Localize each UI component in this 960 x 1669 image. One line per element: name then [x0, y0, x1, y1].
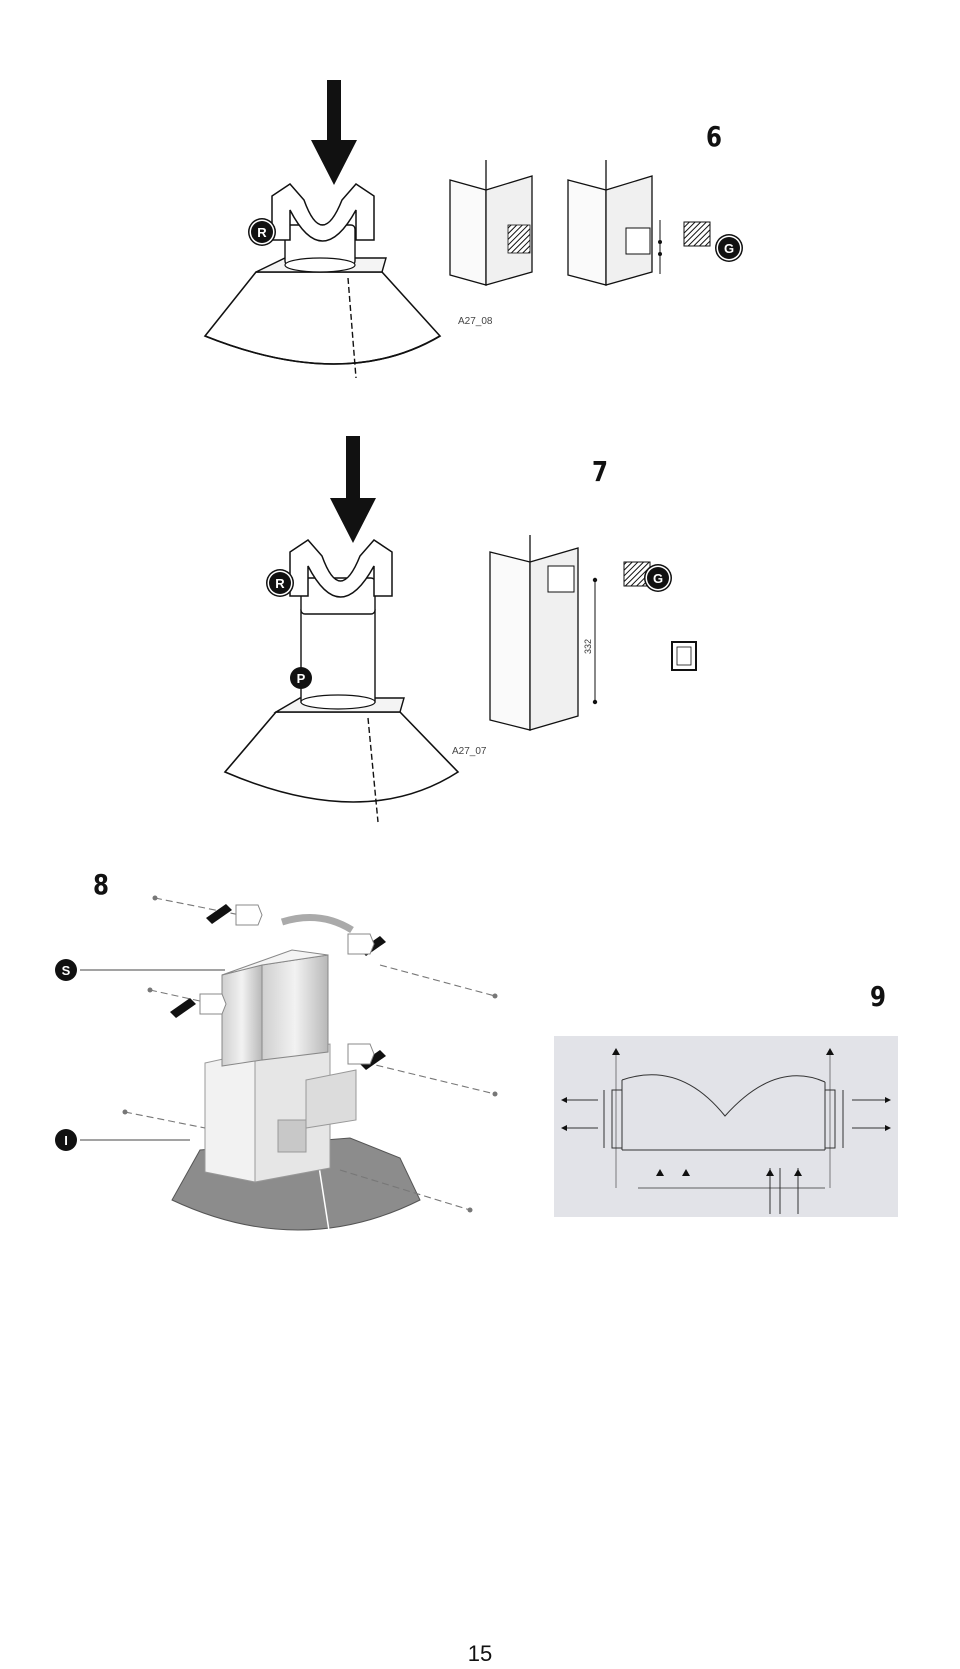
figure-6-drawing — [203, 80, 711, 379]
figure-8-drawing — [80, 895, 498, 1251]
dimension-label: 332 — [583, 638, 593, 654]
down-arrow-icon — [311, 80, 357, 185]
figure-8-number: 8 — [93, 868, 109, 901]
figure-9-number: 9 — [870, 980, 886, 1013]
figure-7-drawing — [223, 436, 697, 823]
part-label-g: G — [647, 567, 669, 589]
part-label-p: P — [290, 667, 312, 689]
part-label-r: R — [251, 221, 273, 243]
part-label-r: R — [269, 572, 291, 594]
figure-7-number: 7 — [592, 455, 608, 488]
down-arrow-icon — [330, 436, 376, 543]
part-label-i: I — [55, 1129, 77, 1151]
part-label-s: S — [55, 959, 77, 981]
figure-9-drawing — [554, 1036, 898, 1217]
page-number: 15 — [467, 1641, 493, 1666]
figure-6-number: 6 — [706, 120, 722, 153]
figure-6-code: A27_08 — [458, 316, 493, 327]
figure-7-code: A27_07 — [452, 746, 487, 757]
part-label-g: G — [718, 237, 740, 259]
